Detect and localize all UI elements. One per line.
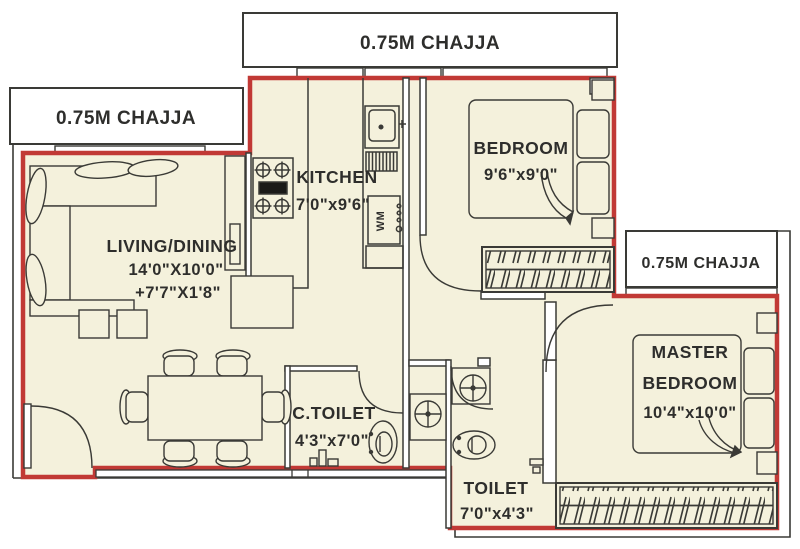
tv-unit [224,155,246,271]
wc-common-toilet [368,420,398,464]
room-labels: LIVING/DINING 14'0"X10'0" +7'7"X1'8" KIT… [107,138,738,523]
chajja-top-box [242,12,618,68]
kitchen [251,78,406,289]
chajja-left-label: 0.75M CHAJJA [56,108,196,129]
wash-basin-2 [459,374,487,402]
master-bedroom-door-arc [545,304,614,373]
master-side-table-top [756,312,778,334]
bedroom-label: BEDROOM [474,138,569,158]
toilet-door-arc [450,365,494,410]
shower-toilet [529,458,544,474]
master-bedroom-furniture [555,312,778,529]
kitchen-lower-unit [365,245,404,269]
living-room-furniture [25,155,294,468]
washing-machine-label: WM [375,211,387,232]
wall-toilet-left [445,359,452,529]
stove [252,157,294,219]
chajja-right-label: 0.75M CHAJJA [642,255,761,272]
common-toilet-door-arc [358,370,404,414]
chajja-left: 0.75M CHAJJA [9,87,244,154]
living-dining-dim2: +7'7"X1'8" [135,284,221,302]
living-dining-label: LIVING/DINING [107,236,238,256]
bedroom-furniture [468,79,615,293]
bedroom-wardrobe [481,246,615,293]
wall-kitchen-bedroom [402,77,410,469]
chajja-top-label: 0.75M CHAJJA [360,33,500,54]
dining-set [119,349,292,468]
dining-table [147,375,263,441]
wall-basin-niche-top [408,359,450,367]
bedroom-dim: 9'6"x9'0" [484,166,558,184]
kitchen-dim: 7'0"x9'6" [296,196,370,214]
bathroom-fixtures [309,367,544,474]
bedroom-bed [468,99,610,226]
interior-walls [245,77,615,529]
wall-toilet-right [542,359,557,484]
chajja-right: 0.75M CHAJJA [625,230,778,296]
duct-box [544,301,557,361]
common-toilet-dim: 4'3"x7'0" [295,432,369,450]
living-dining-dim1: 14'0"X10'0" [128,261,223,279]
wall-bedroom-left [419,77,427,236]
bedroom-side-table-bottom [591,217,615,239]
entrance-door [23,403,93,469]
ottoman-2 [116,309,148,339]
master-bed [632,334,775,459]
kitchen-sink [364,105,406,149]
master-wardrobe [555,482,778,529]
center-table [230,275,294,329]
entrance-door-arc [30,405,93,469]
bedroom-side-table-top [591,79,615,101]
shower-common-toilet [309,449,339,467]
toilet-dim: 7'0"x4'3" [460,505,534,523]
kitchen-label: KITCHEN [296,167,377,187]
window-strip-bottom [95,469,451,478]
doors [23,234,614,469]
wall-ctoilet-top [284,365,358,372]
chajja-top: 0.75M CHAJJA [242,12,618,78]
sofa [25,158,179,317]
ottoman-1 [78,309,110,339]
master-bedroom-label-2: BEDROOM [643,373,738,393]
washing-machine [367,195,403,245]
wall-living-kitchen [245,152,252,297]
master-side-table-bottom [756,451,778,475]
outer-building-lines [12,88,791,538]
master-bedroom-dim: 10'4"x10'0" [643,404,736,422]
master-bedroom-label-1: MASTER [652,342,729,362]
bedroom-door-arc [419,234,482,292]
chajja-left-box [9,87,244,145]
wc-toilet [452,430,496,460]
drain-board [365,151,398,172]
outer-line-bottom-right [13,230,791,538]
common-toilet-label: C.TOILET [292,403,375,423]
chajja-right-box [625,230,778,288]
toilet-label: TOILET [464,478,529,498]
door-jamb [477,357,491,367]
wash-basin-1 [414,400,442,428]
window-strip-top [296,67,608,78]
